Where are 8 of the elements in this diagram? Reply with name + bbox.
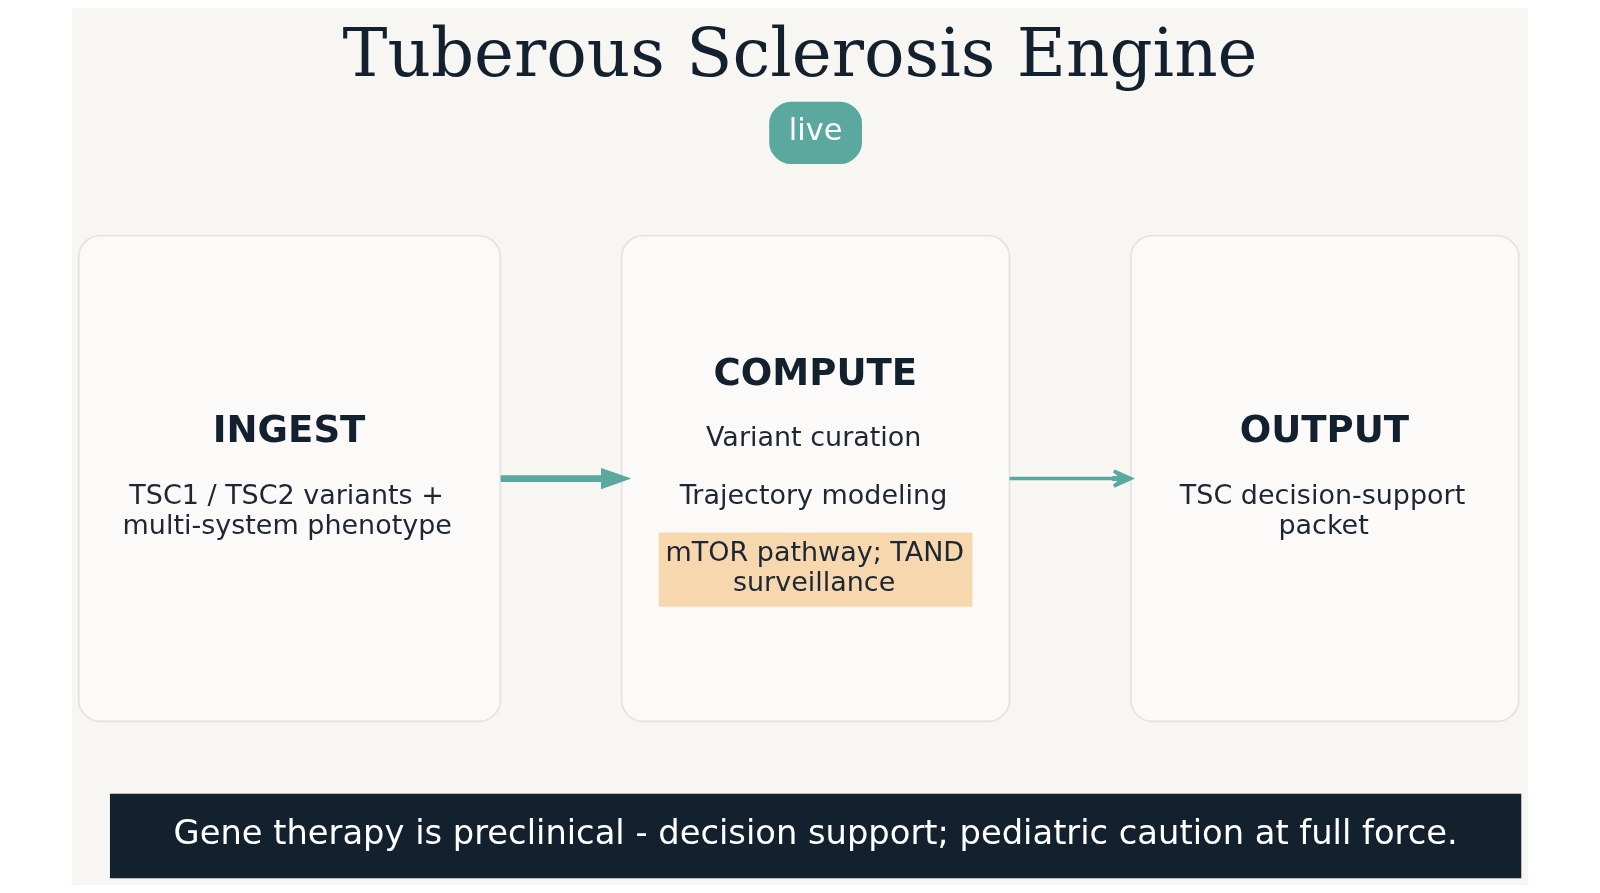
node-box: INGEST TSC1 / TSC2 variants + multi-system phenotype xyxy=(77,234,502,723)
arrow xyxy=(500,467,632,490)
node-box: COMPUTE Variant curation Trajectory modeling mTOR pathway; TAND surveillance xyxy=(620,234,1011,723)
label: Gene therapy is preclinical - decision support; pediatric caution at full force. xyxy=(173,813,1458,853)
diagram-title: Tuberous Sclerosis Engine xyxy=(342,12,1258,92)
label: live xyxy=(788,112,843,148)
arrow xyxy=(1009,469,1133,488)
node-box: OUTPUT TSC decision-support packet xyxy=(1130,234,1520,723)
